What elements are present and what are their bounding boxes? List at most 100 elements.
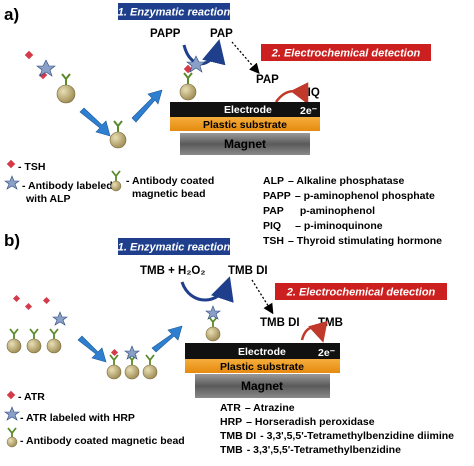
legend-tsh-text: - TSH <box>18 161 45 173</box>
legend-alp-antibody-text: - Antibody labeled <box>22 180 113 192</box>
abbr-atr: ATR– Atrazine <box>220 402 295 414</box>
tmb-di-label-top: TMB DI <box>228 265 268 277</box>
enzymatic-reaction-banner-a: 1. Enzymatic reaction <box>118 3 231 20</box>
atr-b3 <box>42 296 51 305</box>
bead-b5 <box>124 364 140 380</box>
bead-b2 <box>26 338 42 354</box>
antibody-b2 <box>29 328 39 339</box>
panel-b: b) 1. Enzymatic reaction 2. Electrochemi… <box>4 231 454 456</box>
tmb-label-electrode: TMB <box>318 317 343 329</box>
hrp-b2 <box>124 345 140 360</box>
legend-atr-symbol <box>6 390 16 400</box>
hrp-b3 <box>205 305 221 320</box>
abbr-hrp: HRP– Horseradish peroxidase <box>220 416 375 428</box>
plastic-layer-a <box>170 117 320 131</box>
abbr-tmb: TMB- 3,3',5,5'-Tetramethylbenzidine <box>220 444 401 456</box>
bead-a1 <box>56 84 76 104</box>
panel-a-label: a) <box>4 5 19 24</box>
magnet-a <box>180 133 310 155</box>
electrochemical-detection-text-a: 2. Electrochemical detection <box>271 48 421 60</box>
hrp-b1 <box>52 311 68 326</box>
atr-b2 <box>24 302 33 311</box>
magnet-b <box>195 374 330 398</box>
legend-atr-text: - ATR <box>18 391 45 403</box>
bead-b3 <box>46 338 62 354</box>
atr-b4 <box>110 348 119 357</box>
electron-text-a: 2e⁻ <box>300 105 318 117</box>
alp-label-a2 <box>186 55 206 73</box>
enzymatic-reaction-text-b: 1. Enzymatic reaction <box>118 242 231 254</box>
legend-bead-symbol <box>110 180 122 192</box>
abbr-tmb-di: TMB DI- 3,3',5,5'-Tetramethylbenzidine d… <box>220 430 454 442</box>
electrode-layer-a <box>170 102 320 117</box>
bead-b1 <box>6 338 22 354</box>
electrochemical-detection-banner-a: 2. Electrochemical detection <box>261 44 431 61</box>
assay-illustration-b <box>6 294 221 380</box>
atr-b1 <box>12 294 21 303</box>
antibody-b7 <box>208 316 218 327</box>
legend-alp-antibody-symbol <box>4 175 20 190</box>
legend-bead-text-2: magnetic bead <box>132 188 206 200</box>
bead-a3 <box>179 83 197 101</box>
antibody-b3 <box>49 328 59 339</box>
antibody-b1 <box>9 328 19 339</box>
bead-a2 <box>109 131 127 149</box>
electrode-stack-b: Electrode 2e⁻ Plastic substrate Magnet <box>185 343 340 398</box>
enzymatic-arrow-a <box>182 39 226 66</box>
bead-b4 <box>106 364 122 380</box>
magnet-text-b: Magnet <box>241 379 283 393</box>
antibody-b6 <box>145 354 155 365</box>
electrode-text-b: Electrode <box>238 346 286 358</box>
legend-bead-antibody <box>111 170 121 181</box>
electrode-layer-b <box>185 343 340 359</box>
legend-hrp-text: - ATR labeled with HRP <box>20 412 135 424</box>
oxidation-arrow-a <box>274 82 309 105</box>
blue-arrow-a1 <box>79 107 111 137</box>
legend-b: - ATR - ATR labeled with HRP - Antibody … <box>4 390 185 448</box>
bead-b6 <box>142 364 158 380</box>
electron-text-b: 2e⁻ <box>318 347 336 359</box>
legend-bead-text: - Antibody coated <box>126 175 214 187</box>
tmb-h2o2-label: TMB + H₂O₂ <box>140 265 206 277</box>
enzymatic-reaction-banner-b: 1. Enzymatic reaction <box>118 238 231 255</box>
plastic-layer-b <box>185 359 340 373</box>
abbreviations-a: ALP– Alkaline phosphatase PAPP– p-aminop… <box>263 175 442 247</box>
pap-label-electrode: PAP <box>256 74 279 86</box>
plastic-text-b: Plastic substrate <box>220 361 304 373</box>
abbr-piq: PIQ– p-iminoquinone <box>263 220 383 232</box>
abbr-alp: ALP– Alkaline phosphatase <box>263 175 404 187</box>
blue-arrow-b1 <box>77 335 107 363</box>
electrode-stack-a: Electrode 2e⁻ Plastic substrate Magnet <box>170 102 320 155</box>
panel-a: a) 1. Enzymatic reaction 2. Electrochemi… <box>4 3 442 247</box>
bead-b7 <box>205 326 221 342</box>
antibody-a3 <box>113 120 123 132</box>
alp-label-a1 <box>36 59 56 77</box>
legend-hrp-symbol <box>4 406 20 421</box>
reduction-arrow-b <box>300 320 328 343</box>
blue-arrow-a2 <box>131 89 163 123</box>
legend-bead-b-antibody <box>7 427 17 437</box>
enzymatic-reaction-text-a: 1. Enzymatic reaction <box>118 7 231 19</box>
antigen-a1 <box>24 50 34 60</box>
abbr-tsh: TSH– Thyroid stimulating hormone <box>263 235 442 247</box>
abbreviations-b: ATR– Atrazine HRP– Horseradish peroxidas… <box>220 402 454 456</box>
blue-arrow-b2 <box>151 325 183 353</box>
magnet-text-a: Magnet <box>224 137 266 151</box>
antibody-a2 <box>183 72 193 84</box>
electrochemical-detection-text-b: 2. Electrochemical detection <box>286 287 436 299</box>
diffusion-arrow-a <box>231 41 260 74</box>
electrode-text-a: Electrode <box>224 104 272 116</box>
antibody-b4 <box>109 354 119 365</box>
legend-a: - TSH - Antibody labeled with ALP - Anti… <box>4 159 214 205</box>
assay-illustration-a <box>24 50 206 149</box>
legend-alp-antibody-text-2: with ALP <box>25 193 71 205</box>
panel-b-label: b) <box>4 231 20 250</box>
tmb-di-label-electrode: TMB DI <box>260 317 300 329</box>
abbr-papp: PAPP– p-aminophenol phosphate <box>263 190 435 202</box>
plastic-text-a: Plastic substrate <box>203 119 287 131</box>
enzymatic-arrow-b <box>180 276 234 303</box>
electrochemical-detection-banner-b: 2. Electrochemical detection <box>275 283 447 300</box>
antibody-a1 <box>61 73 71 85</box>
